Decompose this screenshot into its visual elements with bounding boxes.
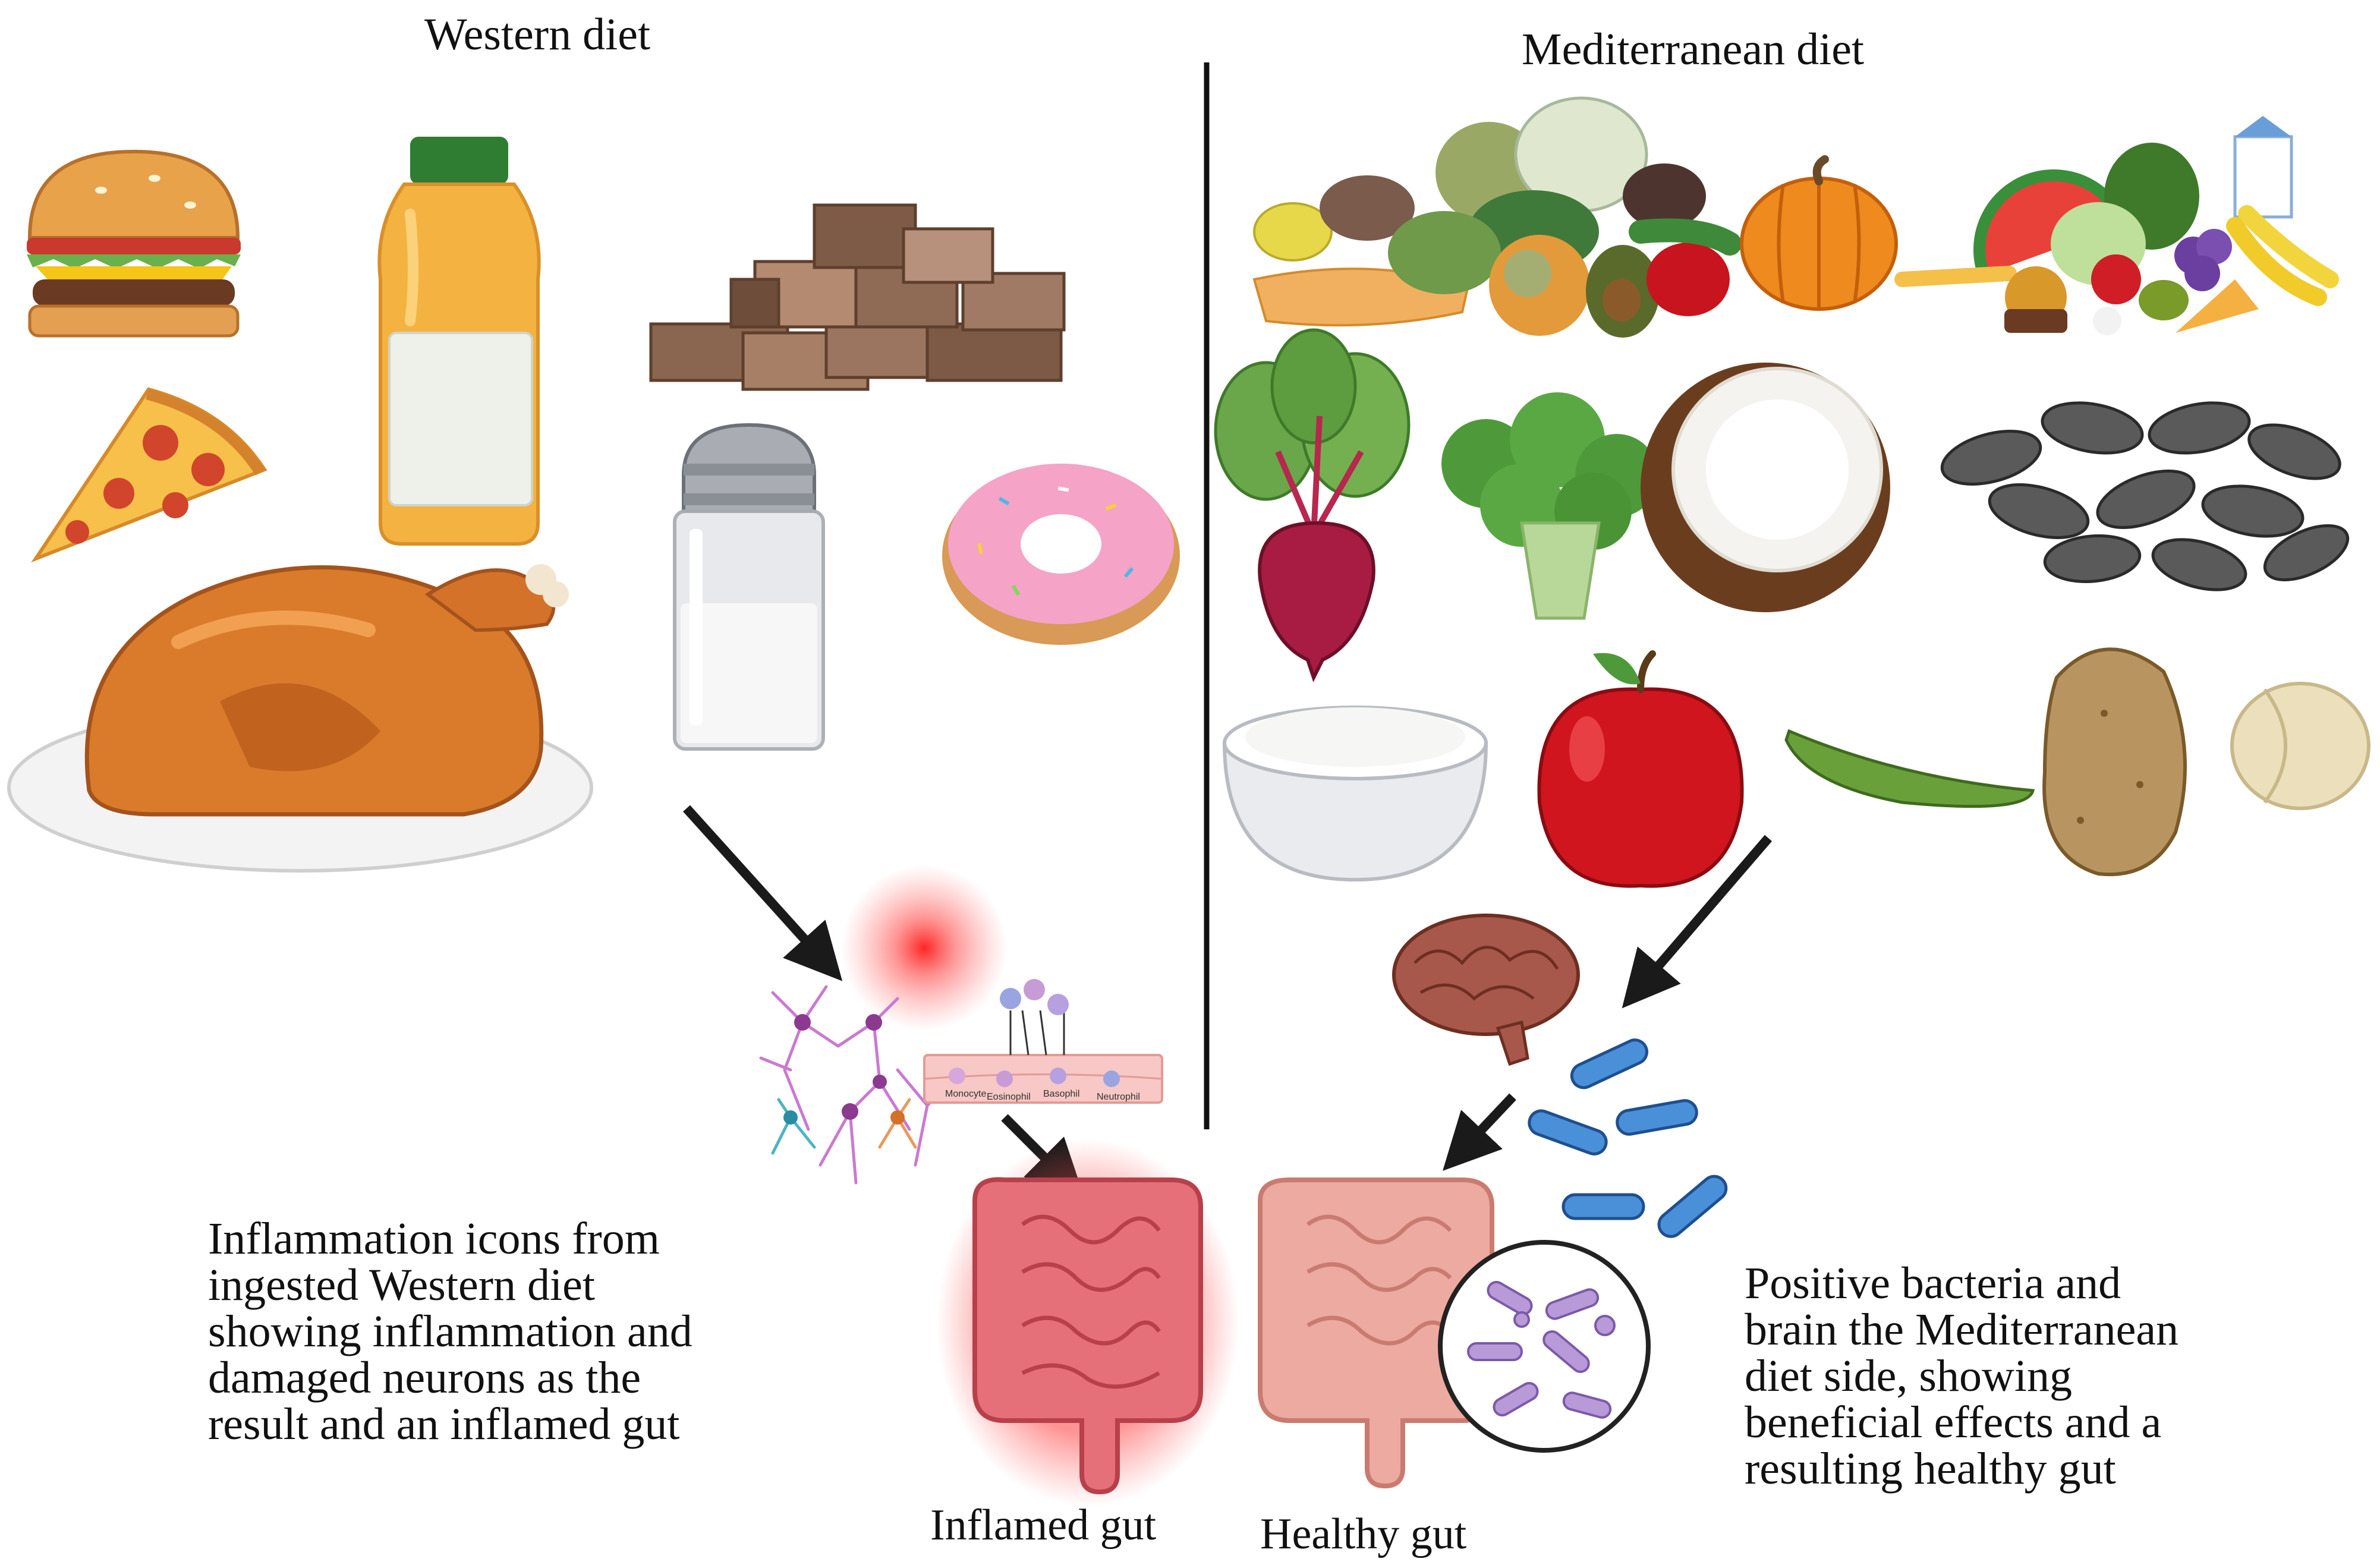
western-caption-line-1: Inflammation icons from (208, 1214, 660, 1264)
beetroot-icon (1214, 328, 1411, 682)
gut-microbes-icon (1438, 1240, 1651, 1453)
donut-icon (942, 464, 1180, 645)
mediterranean-caption: Positive bacteria and brain the Mediterr… (1745, 1260, 2369, 1492)
western-caption-line-2: ingested Western diet (208, 1260, 595, 1310)
sugar-cubes-icon (649, 203, 1066, 391)
mediterranean-caption-line-3: diet side, showing (1745, 1351, 2072, 1401)
bean-icon (2230, 682, 2370, 810)
arrow-to-healthy-gut (1443, 1093, 1516, 1171)
arrow-mediterranean-to-brain (1622, 835, 1773, 1009)
western-caption-line-5: result and an inflamed gut (208, 1399, 680, 1449)
healthy-gut-icon (1258, 1177, 1494, 1489)
beneficial-bacteria-icon (1528, 1038, 1728, 1238)
bean-pod-icon (1784, 729, 2035, 808)
mediterranean-caption-line-1: Positive bacteria and (1745, 1258, 2121, 1308)
western-caption-line-3: showing inflammation and (208, 1306, 692, 1356)
inflammation-glow-icon (841, 865, 1008, 1031)
apple-icon (1537, 650, 1744, 888)
roast-chicken-icon (7, 564, 593, 873)
cell-label-neutrophil: Neutrophil (1097, 1092, 1140, 1102)
broccoli-icon (1441, 392, 1658, 620)
potato-icon (2042, 647, 2187, 877)
brain-icon (1392, 914, 1580, 1066)
inflamed-gut-label: Inflamed gut (930, 1501, 1157, 1550)
pumpkin-icon (1740, 155, 1898, 311)
rice-bowl-icon (1222, 706, 1488, 882)
immune-cell-labels: Monocyte Eosinophil Basophil Neutrophil (945, 1089, 1140, 1102)
mediterranean-caption-line-2: brain the Mediterranean (1745, 1305, 2179, 1355)
blood-vessel-immune-cells-icon (923, 979, 1163, 1104)
cell-label-monocyte: Monocyte (945, 1089, 986, 1099)
western-diet-title: Western diet (424, 10, 651, 59)
hamburger-icon (27, 149, 241, 338)
salt-shaker-icon (673, 423, 825, 751)
mediterranean-caption-line-5: resulting healthy gut (1745, 1444, 2116, 1494)
healthy-gut-label: Healthy gut (1260, 1510, 1467, 1558)
fruit-basket-icon (1894, 116, 2339, 335)
juice-bottle-icon (377, 137, 541, 546)
vegetables-pile-icon (1252, 96, 1742, 338)
inflamed-gut-icon (936, 1138, 1239, 1507)
damaged-neurons-icon (759, 985, 953, 1185)
western-caption-line-4: damaged neurons as the (208, 1353, 641, 1403)
cell-label-eosinophil: Eosinophil (987, 1092, 1031, 1102)
mediterranean-diet-title: Mediterranean diet (1522, 24, 1865, 74)
western-caption: Inflammation icons from ingested Western… (208, 1216, 892, 1447)
sunflower-seeds-icon (1940, 401, 2350, 591)
arrow-western-to-inflammation (683, 805, 843, 981)
mediterranean-caption-line-4: beneficial effects and a (1745, 1397, 2162, 1447)
pizza-slice-icon (31, 387, 267, 563)
cell-label-basophil: Basophil (1043, 1089, 1079, 1099)
coconut-icon (1641, 363, 1890, 612)
